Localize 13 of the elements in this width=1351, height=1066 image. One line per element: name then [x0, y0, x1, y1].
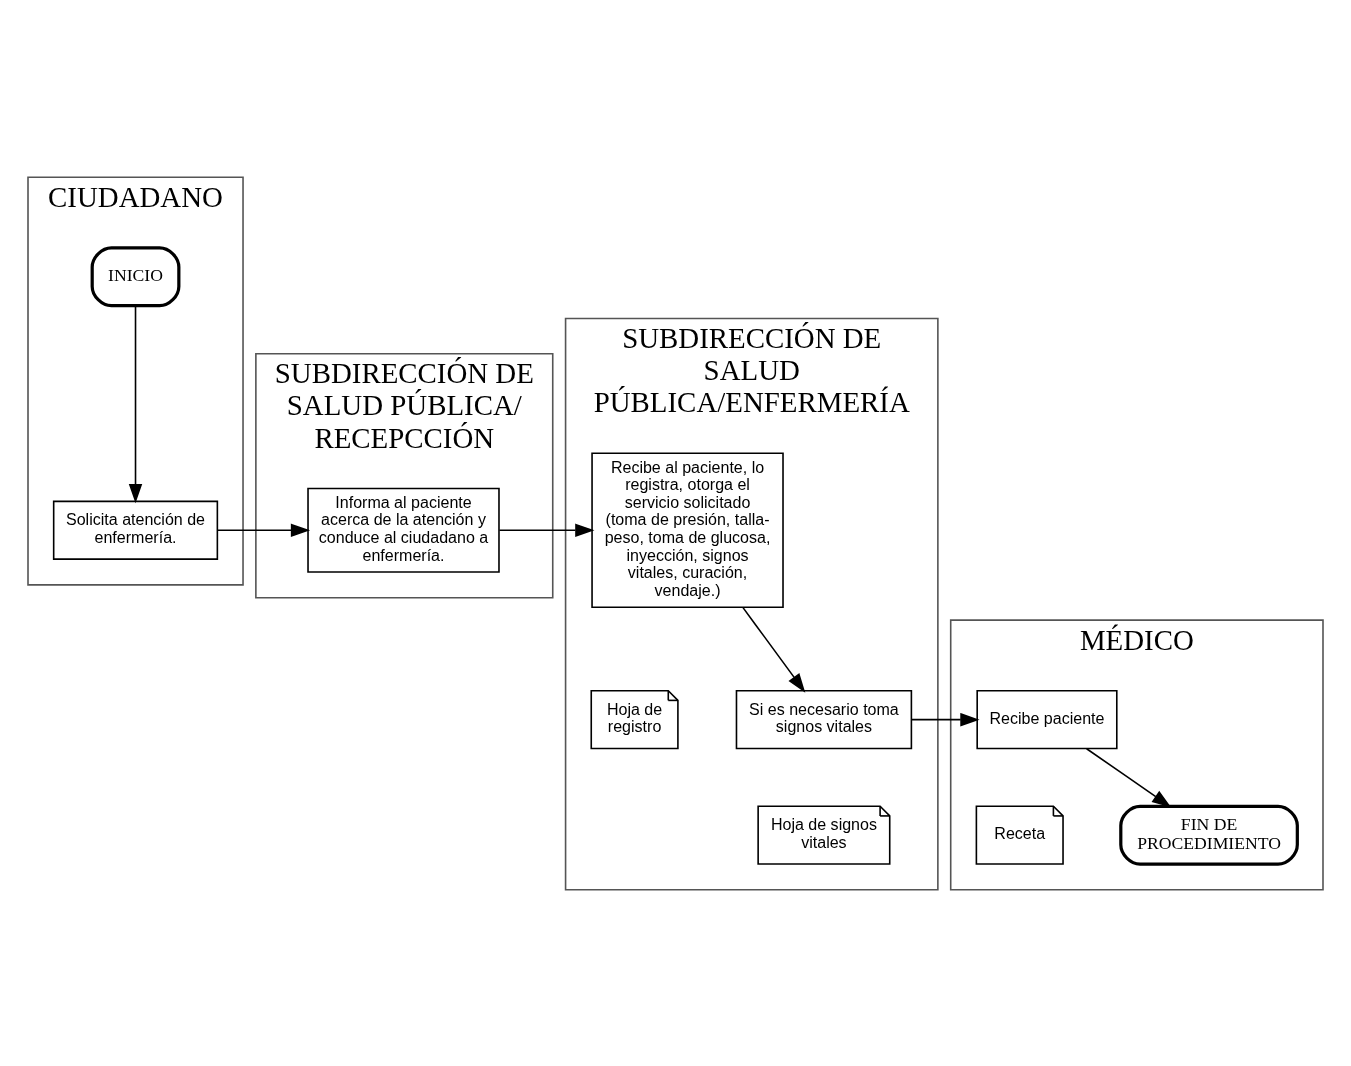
node-box: Recibe paciente	[976, 689, 1118, 749]
arrow	[216, 523, 311, 537]
arrow	[1085, 747, 1172, 807]
arrow	[742, 606, 806, 693]
node-box: FIN DE PROCEDIMIENTO	[1119, 804, 1299, 866]
node-box: Recibe al paciente, lo registra, otorga el servicio solicitado (toma de presión, talla-peso, toma de glucosa, inyección, signos vitales, curación, vendaje.)	[591, 451, 784, 608]
node-box: INICIO	[90, 245, 181, 307]
node-box: Si es necesario toma signos vitales	[735, 689, 913, 749]
node-box: Solicita atención de enfermería.	[52, 500, 219, 560]
arrow	[498, 523, 595, 537]
arrow	[910, 712, 980, 726]
node-box: Informa al paciente acerca de la atención y conduce al ciudadano a enfermería.	[307, 487, 500, 573]
arrow	[128, 304, 143, 503]
